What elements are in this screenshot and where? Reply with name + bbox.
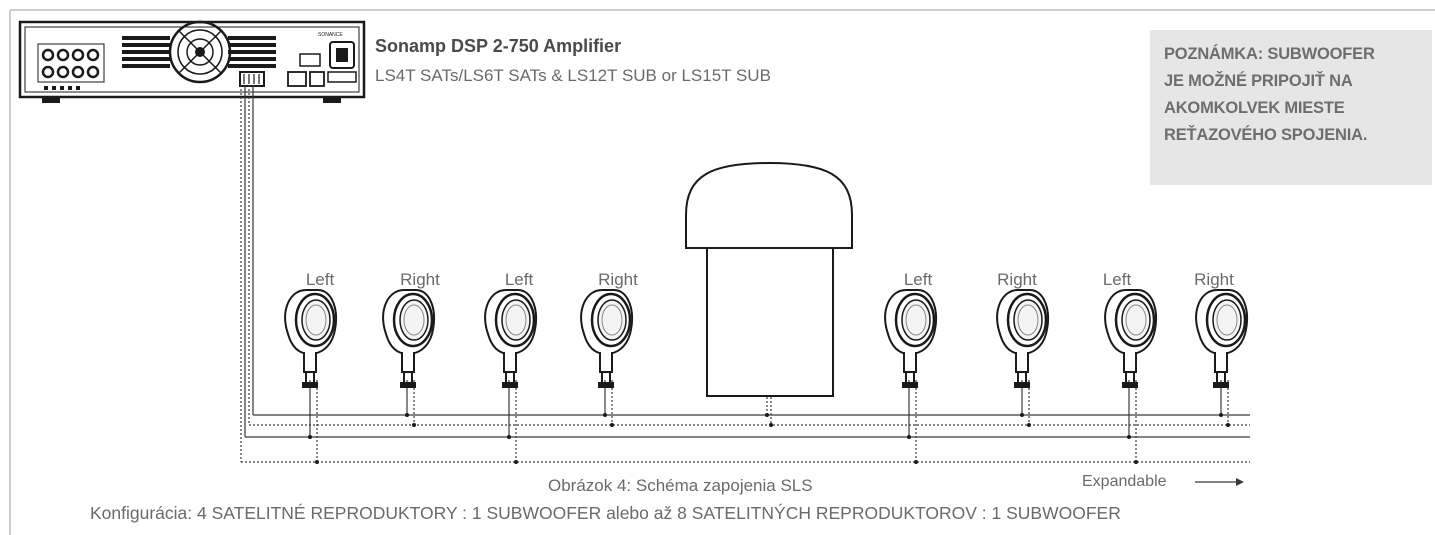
subwoofer	[685, 161, 853, 397]
note-box: POZNÁMKA: SUBWOOFER JE MOŽNÉ PRIPOJIŤ NA…	[1150, 30, 1432, 185]
configuration-text: Konfigurácia: 4 SATELITNÉ REPRODUKTORY :…	[90, 503, 1121, 523]
note-line: POZNÁMKA: SUBWOOFER	[1164, 45, 1375, 63]
note-line: AKOMKOLVEK MIESTE	[1164, 99, 1345, 117]
expandable-arrow-icon	[1195, 478, 1244, 486]
speaker-label: Right	[997, 270, 1037, 289]
amplifier-unit: SONANCE	[18, 20, 366, 103]
speaker-right-1	[381, 288, 436, 390]
expandable-label: Expandable	[1082, 473, 1167, 490]
speaker-right-3	[995, 288, 1050, 390]
frame-border	[9, 9, 1435, 535]
speaker-label: Left	[305, 270, 335, 289]
speaker-label: Left	[1102, 270, 1132, 289]
speaker-label: Right	[1194, 270, 1234, 289]
note-line: JE MOŽNÉ PRIPOJIŤ NA	[1164, 72, 1353, 90]
speaker-right-4	[1194, 288, 1249, 390]
amplifier-title: Sonamp DSP 2-750 Amplifier	[375, 36, 622, 56]
amp-brand-text: SONANCE	[318, 32, 343, 38]
amplifier-subtitle: LS4T SATs/LS6T SATs & LS12T SUB or LS15T…	[375, 66, 771, 85]
speaker-label: Right	[400, 270, 440, 289]
speaker-left-3	[883, 288, 938, 390]
note-line: REŤAZOVÉHO SPOJENIA.	[1164, 126, 1368, 144]
speaker-left-4	[1103, 288, 1158, 390]
figure-caption: Obrázok 4: Schéma zapojenia SLS	[548, 476, 813, 495]
speaker-label: Left	[504, 270, 534, 289]
speaker-left-2	[483, 288, 538, 390]
speaker-label: Left	[903, 270, 933, 289]
speaker-label: Right	[598, 270, 638, 289]
speaker-left-1	[283, 288, 338, 390]
speaker-right-2	[579, 288, 634, 390]
